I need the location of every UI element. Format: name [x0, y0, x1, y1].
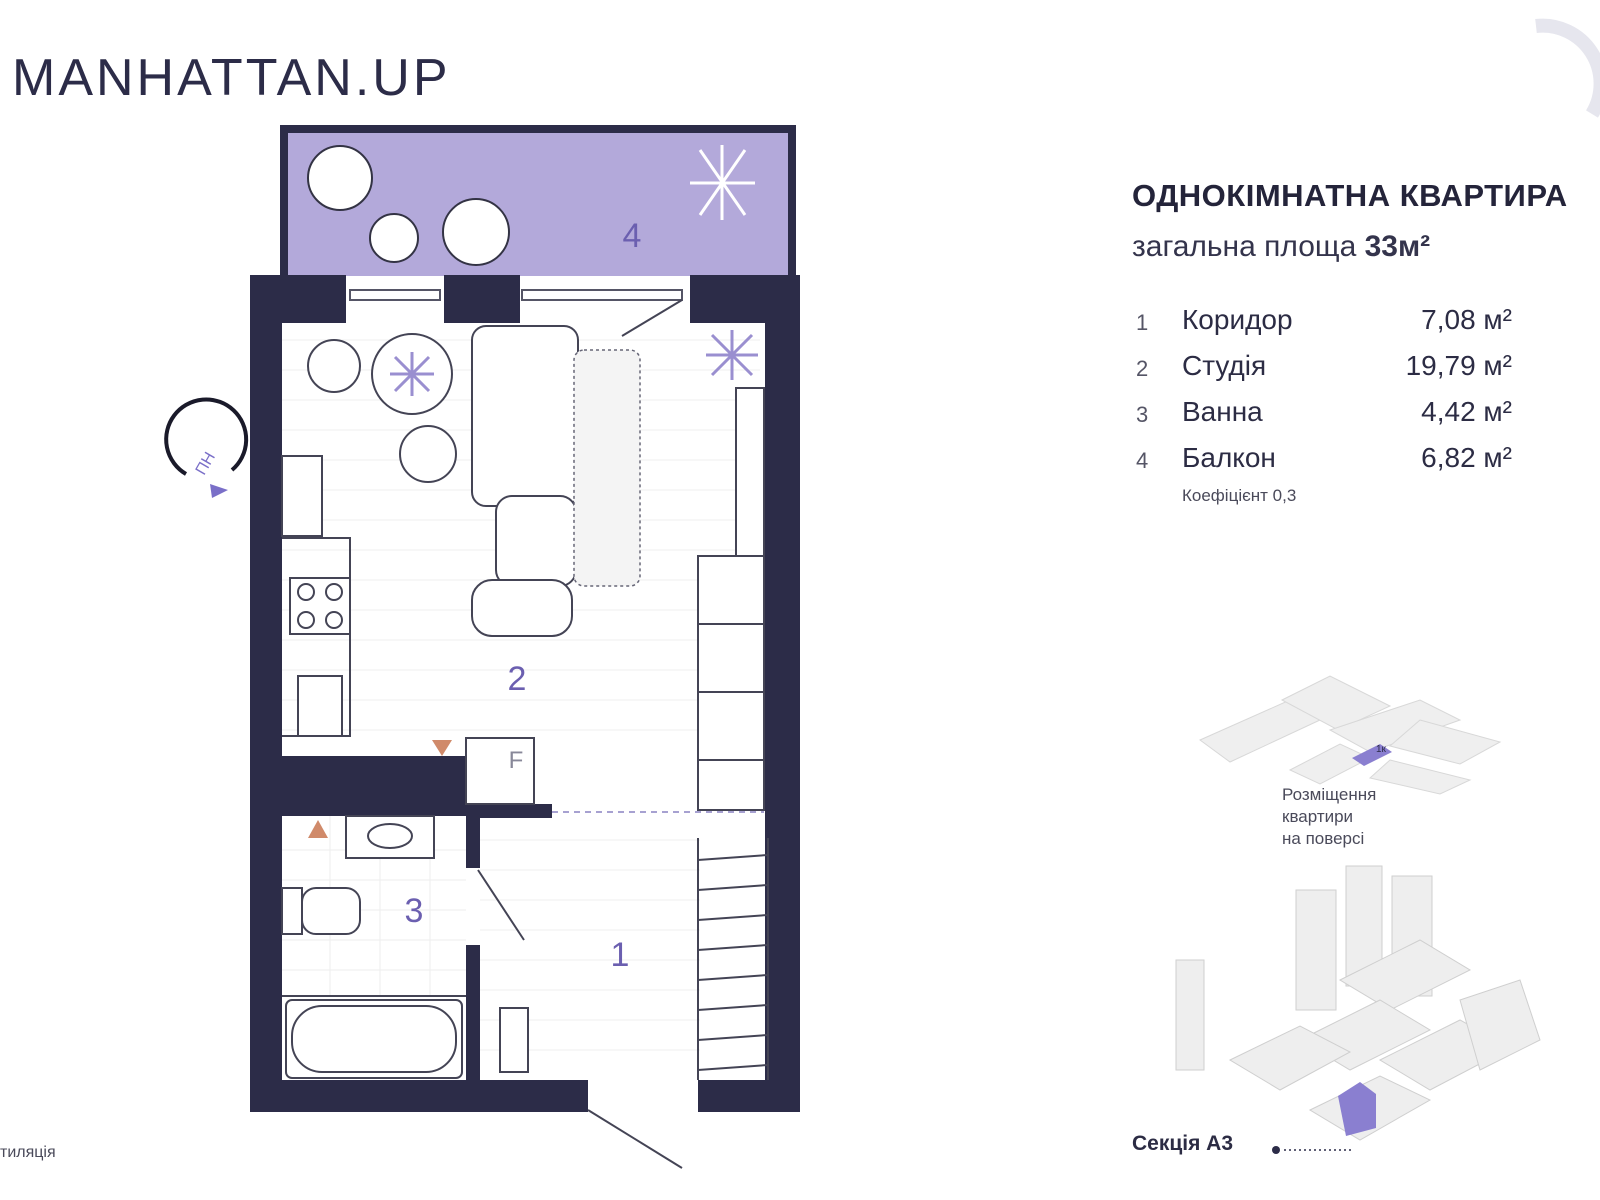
placement-line: квартири	[1282, 807, 1354, 826]
wardrobe	[697, 555, 765, 811]
balcony-door-swing	[621, 299, 683, 337]
compass-label: ПН	[193, 450, 219, 478]
fridge	[465, 737, 535, 805]
placement-line: на поверсі	[1282, 829, 1365, 848]
room-row-area: 4,42 м²	[1421, 396, 1512, 427]
table-decoration-icon	[390, 352, 434, 396]
room-row-name: Коридор	[1182, 304, 1293, 335]
room-row: 2 Студія 19,79 м²	[1132, 348, 1532, 394]
toilet	[281, 887, 361, 935]
radiator	[499, 1007, 529, 1073]
room-plant-icon	[706, 330, 758, 380]
room-row-area: 19,79 м²	[1405, 350, 1512, 381]
room-row-area: 7,08 м²	[1421, 304, 1512, 335]
bathtub	[285, 999, 463, 1079]
sofa	[471, 325, 579, 637]
room-row: 1 Коридор 7,08 м²	[1132, 302, 1532, 348]
vent-marker-kitchen	[432, 740, 452, 756]
balcony-furniture	[307, 145, 510, 266]
vent-marker-bath	[308, 820, 328, 838]
room-number-1: 1	[611, 936, 630, 974]
room-number-3: 3	[405, 892, 424, 930]
room-row-number: 4	[1136, 448, 1149, 473]
brand-logo: MANHATTAN.UP	[12, 49, 451, 107]
tv-unit	[735, 387, 765, 557]
total-area-value: 33м²	[1364, 230, 1431, 263]
room-row-area: 6,82 м²	[1421, 442, 1512, 473]
room-list: 1 Коридор 7,08 м² 2 Студія 19,79 м² 3 Ва…	[1132, 302, 1532, 486]
ventilation-legend: тиляція	[0, 1144, 56, 1161]
stove-burners-icon	[297, 583, 343, 629]
bath-door-swing	[477, 869, 525, 941]
apartment-highlight-3d	[1338, 1082, 1376, 1136]
corner-arc-decoration	[1535, 18, 1600, 118]
total-area-prefix: загальна площа	[1132, 230, 1357, 263]
mini-map-tag: 1к	[1376, 744, 1387, 755]
walls	[250, 275, 800, 1112]
compass: ПН	[164, 397, 249, 498]
apartment-highlight-mini	[1352, 744, 1392, 766]
hall-cabinet	[697, 838, 769, 1080]
balcony-coefficient: Коефіцієнт 0,3	[1182, 486, 1297, 505]
fridge-label: F	[509, 747, 524, 774]
entrance-door-swing	[587, 1109, 683, 1169]
section-pointer-dot	[1272, 1146, 1280, 1154]
compass-arrow-icon	[210, 484, 228, 498]
room-number-4: 4	[623, 217, 642, 255]
room-row-number: 1	[1136, 310, 1149, 335]
room-number-2: 2	[508, 660, 527, 698]
room-row-name: Студія	[1182, 350, 1267, 381]
room-row: 4 Балкон 6,82 м²	[1132, 440, 1532, 486]
balcony-area	[280, 125, 796, 298]
windows	[349, 289, 683, 301]
room-row-number: 2	[1136, 356, 1149, 381]
room-row-number: 3	[1136, 402, 1149, 427]
kitchen-counter	[281, 455, 351, 737]
rug	[573, 349, 641, 587]
sink	[345, 815, 435, 859]
apartment-title: ОДНОКІМНАТНА КВАРТИРА	[1132, 178, 1568, 213]
placement-caption: Розміщення квартири на поверсі	[1282, 784, 1376, 850]
section-label: Секція А3	[1132, 1132, 1234, 1155]
floor-placement-map	[1199, 675, 1502, 795]
room-row-name: Ванна	[1182, 396, 1263, 427]
placement-line: Розміщення	[1282, 785, 1377, 804]
total-area-line: загальна площа 33м²	[1132, 230, 1430, 264]
room-row: 3 Ванна 4,42 м²	[1132, 394, 1532, 440]
room-row-name: Балкон	[1182, 442, 1276, 473]
balcony-plant-icon	[690, 145, 755, 220]
